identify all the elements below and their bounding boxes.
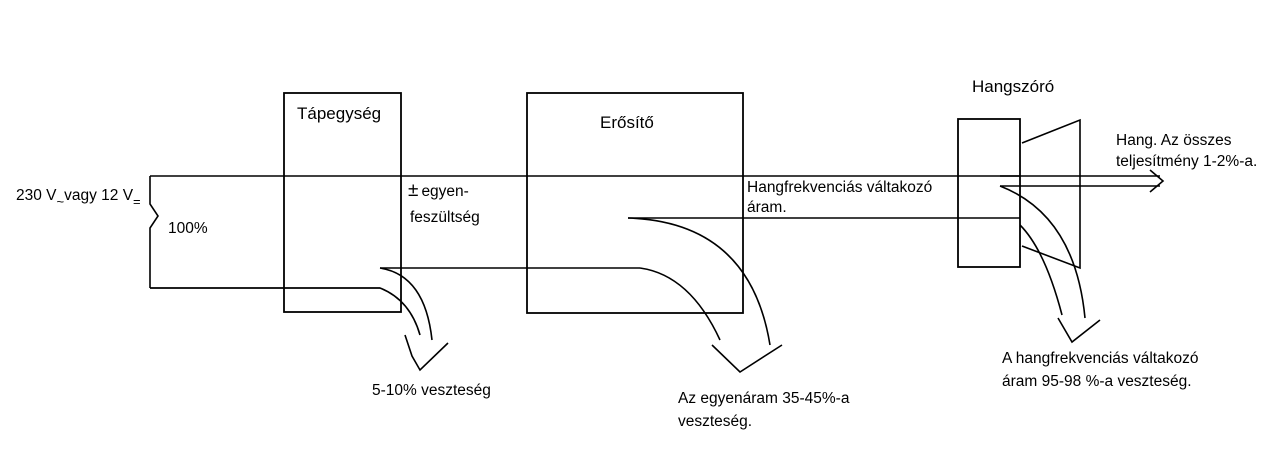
amplifier-box — [526, 92, 744, 314]
psu-loss-curve-outer — [150, 287, 421, 336]
psu-loss-arrowhead — [404, 334, 449, 372]
speaker-loss-label-line2: áram 95-98 %-a veszteség. — [1002, 373, 1192, 390]
sound-output-arrowhead — [1149, 169, 1165, 193]
psu-loss-curve-inner — [379, 267, 433, 341]
speaker-loss-curve-outer — [1019, 224, 1063, 316]
amp-loss-curve-inner — [627, 217, 771, 346]
speaker-cone — [1021, 118, 1081, 270]
input-band-left-edge — [149, 176, 159, 288]
input-voltage-label: 230 V~vagy 12 V= — [16, 187, 141, 209]
speaker-body-rect — [957, 118, 1021, 268]
input-percent-label: 100% — [168, 220, 208, 237]
amp-output-label-line1: Hangfrekvenciás váltakozó — [747, 179, 932, 196]
psu-output-label: ±egyen- — [408, 180, 469, 201]
power-supply-box — [283, 92, 402, 313]
power-supply-title: Tápegység — [297, 104, 381, 123]
speaker-title: Hangszóró — [972, 77, 1054, 96]
amp-output-label-line2: áram. — [747, 199, 787, 216]
speaker-loss-curve-inner — [999, 185, 1086, 319]
amp-loss-curve-outer — [639, 267, 721, 341]
amp-loss-label-line2: veszteség. — [678, 413, 752, 430]
psu-output-label-line2: feszültség — [410, 209, 480, 226]
speaker-loss-label-line1: A hangfrekvenciás váltakozó — [1002, 350, 1198, 367]
amp-loss-arrowhead — [711, 344, 783, 374]
psu-loss-label: 5-10% veszteség — [372, 382, 491, 399]
speaker-output-label-line2: teljesítmény 1-2%-a. — [1116, 153, 1257, 170]
speaker-output-label-line1: Hang. Az összes — [1116, 132, 1232, 149]
speaker-loss-arrowhead — [1057, 317, 1101, 344]
amplifier-title: Erősítő — [600, 113, 654, 132]
amp-loss-label-line1: Az egyenáram 35-45%-a — [678, 390, 850, 407]
plus-minus-sign: ± — [408, 180, 418, 201]
dc-symbol: = — [133, 194, 141, 209]
ac-symbol: ~ — [57, 194, 65, 209]
